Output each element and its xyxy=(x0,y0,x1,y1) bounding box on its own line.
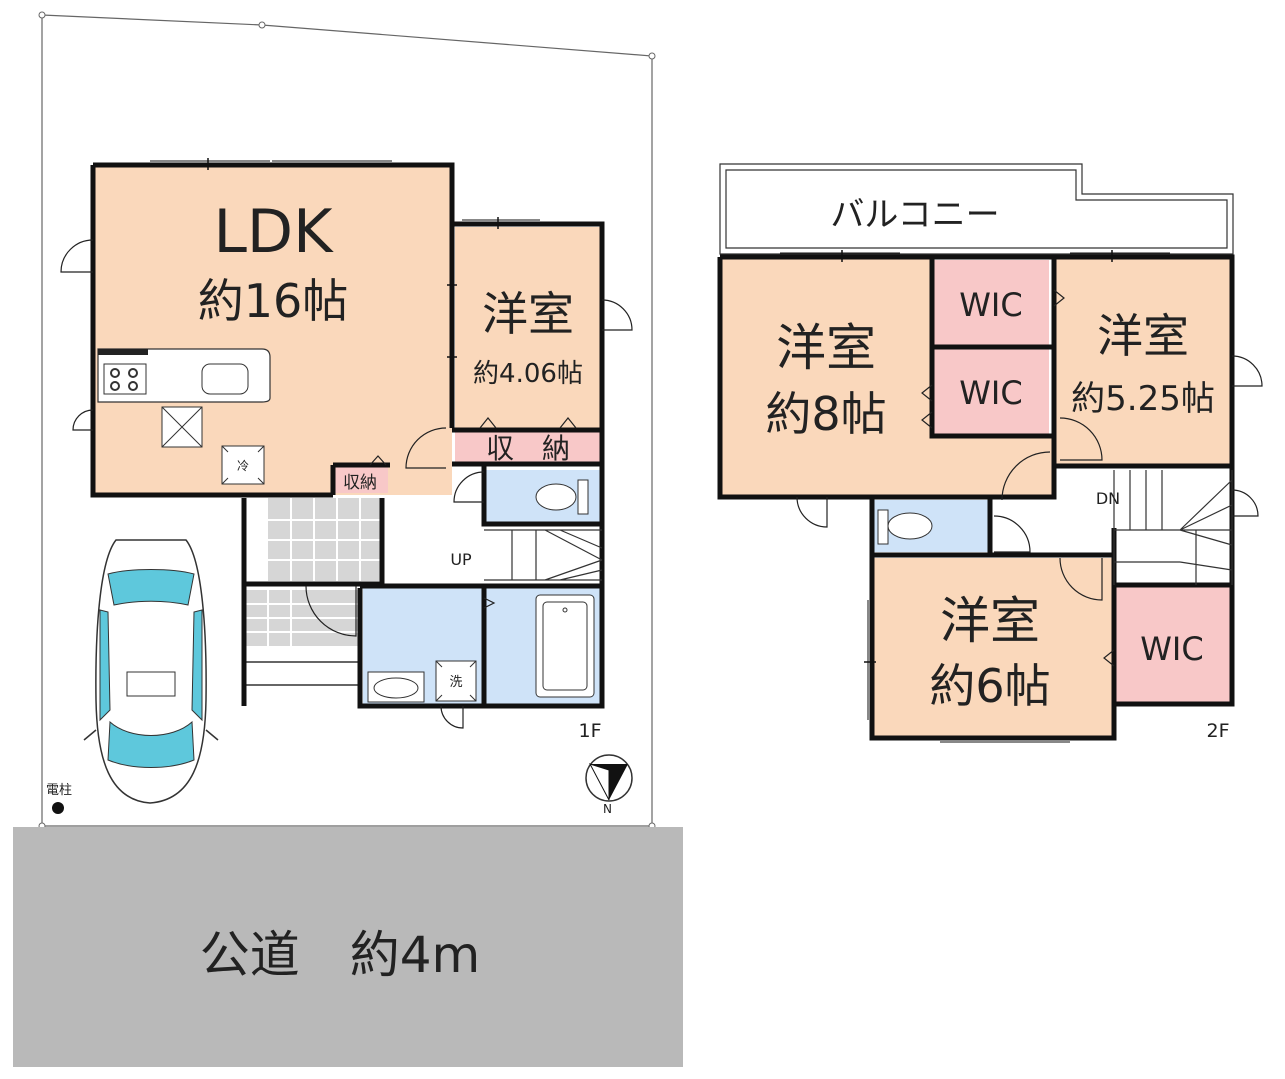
kitchen-counter xyxy=(97,348,271,403)
western-room-small xyxy=(455,227,602,429)
storage-small xyxy=(333,465,388,493)
washer-icon xyxy=(435,660,477,702)
western-525-size: 約5.25帖 xyxy=(1071,379,1215,419)
car-icon xyxy=(83,539,219,804)
wic-1 xyxy=(934,260,1049,346)
windows-2f xyxy=(780,250,1170,743)
stairs-down-label: DN xyxy=(1096,489,1120,508)
ldk-name: LDK xyxy=(214,197,335,267)
walls-2f xyxy=(717,254,1235,741)
walls-1f xyxy=(90,162,605,709)
windows-1f xyxy=(150,158,540,358)
western-6-size: 約6帖 xyxy=(929,659,1050,713)
western-8-size: 約8帖 xyxy=(765,387,886,441)
door-swings-1f xyxy=(60,239,633,729)
wic-3-label: WIC xyxy=(1140,630,1203,668)
western-room-8 xyxy=(722,259,932,495)
north-arrow-icon xyxy=(585,754,633,802)
road-label: 公道 約4m xyxy=(200,926,481,984)
toilet-2f-icon xyxy=(877,509,933,545)
north-label: N xyxy=(603,802,612,816)
wic-3 xyxy=(1115,587,1230,702)
floor1-label: 1F xyxy=(578,720,601,742)
western-8-name: 洋室 xyxy=(776,319,876,377)
western-room-525 xyxy=(1055,259,1230,464)
genkan-tiles xyxy=(245,498,382,686)
utility-pole xyxy=(52,802,64,814)
western-room-8-ext xyxy=(932,436,1052,495)
stairs-2f xyxy=(1113,470,1233,585)
fridge-label: 冷 xyxy=(237,459,249,473)
storage-closet xyxy=(455,430,602,464)
wic-2-label: WIC xyxy=(959,374,1022,412)
balcony-label: バルコニー xyxy=(830,195,999,235)
floor2-label: 2F xyxy=(1206,720,1229,742)
ldk-room xyxy=(93,165,452,495)
stairs-up-label: UP xyxy=(450,550,472,569)
wic-1-label: WIC xyxy=(959,286,1022,324)
door-swings-2f xyxy=(796,289,1263,667)
storage-closet-label: 収 納 xyxy=(486,432,570,465)
fridge-icon xyxy=(221,445,265,485)
wash-basin-icon xyxy=(367,671,425,703)
wic-2 xyxy=(934,349,1049,434)
utility-pole-label: 電柱 xyxy=(46,783,72,798)
storage-small-label: 収納 xyxy=(343,473,377,493)
stairs-1f xyxy=(484,529,603,581)
bathtub-icon xyxy=(535,594,595,698)
western-525-name: 洋室 xyxy=(1097,309,1189,363)
ldk-size: 約16帖 xyxy=(198,274,349,328)
washer-label: 洗 xyxy=(449,675,462,690)
western-6-name: 洋室 xyxy=(940,592,1040,650)
western-small-size: 約4.06帖 xyxy=(473,359,583,389)
balcony xyxy=(719,163,1234,255)
toilet-1f-icon xyxy=(535,479,589,515)
storage-door-marks xyxy=(369,417,577,466)
range-hood-icon xyxy=(161,406,203,448)
western-small-name: 洋室 xyxy=(482,287,574,341)
public-road xyxy=(13,827,683,1067)
